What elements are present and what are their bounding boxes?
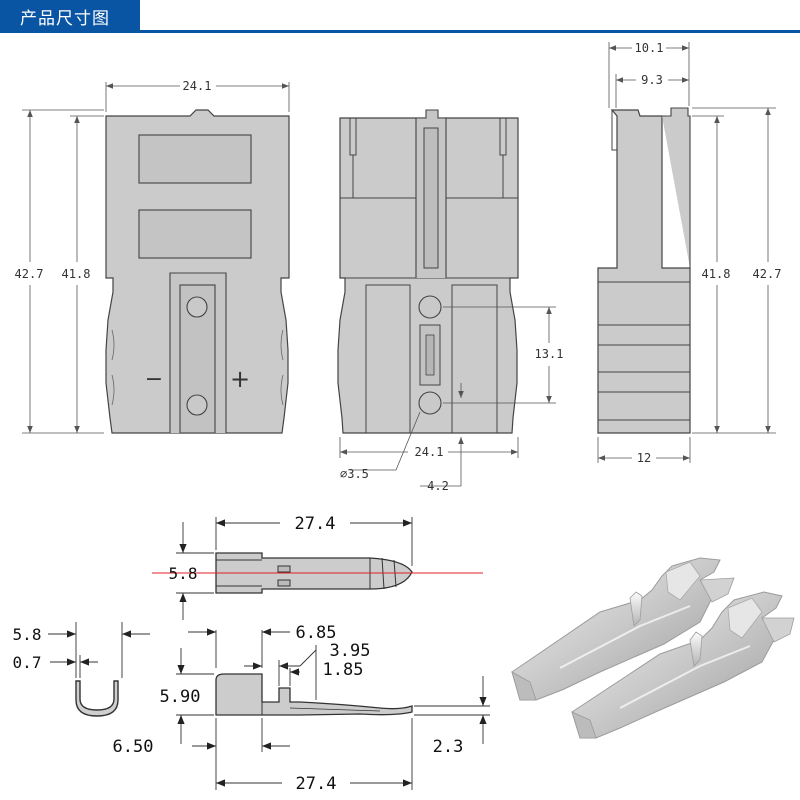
side-label-2-3: 2.3	[433, 737, 464, 757]
header-bar: 产品尺寸图	[0, 0, 800, 34]
side-label-1-85: 1.85	[323, 660, 364, 680]
section-wall-label: 0.7	[13, 653, 42, 672]
front-inner-height-label: 41.8	[62, 267, 91, 281]
minus-symbol: −	[145, 367, 163, 392]
side-depth-label: 12	[637, 451, 651, 465]
side-view: 10.1 9.3 41.8 42.7 12	[597, 41, 782, 465]
side-length-label: 27.4	[296, 774, 337, 794]
rear-hole-top	[418, 295, 442, 319]
front-view: − + 24.1 42.7 41.8	[15, 79, 290, 434]
front-housing-outline	[105, 109, 290, 434]
side-inner-height-label: 41.8	[702, 267, 731, 281]
contact-top-length-label: 27.4	[295, 514, 336, 534]
front-width-label: 24.1	[183, 79, 212, 93]
contact-side-view: 6.85 3.95 1.85 5.90 6.50 2.3 27.4	[113, 623, 490, 794]
side-label-3-95: 3.95	[330, 641, 371, 661]
side-label-5-90: 5.90	[160, 687, 201, 707]
contact-section: 5.8 0.7	[13, 622, 150, 717]
section-width-label: 5.8	[13, 625, 42, 644]
header-underline	[0, 30, 800, 33]
front-window-bottom	[138, 209, 252, 259]
rear-hole-bottom	[418, 391, 442, 415]
front-contact-hole-top	[186, 296, 208, 318]
plus-symbol: +	[230, 365, 250, 393]
rear-offset-label: 4.2	[427, 479, 449, 493]
rear-hole-diameter-label: ∅3.5	[340, 467, 369, 481]
side-outer-height-label: 42.7	[753, 267, 782, 281]
contact-top-width-label: 5.8	[169, 564, 198, 583]
header-title: 产品尺寸图	[20, 9, 110, 29]
contact-photo-front	[571, 591, 795, 739]
front-contact-hole-bottom	[186, 394, 208, 416]
contact-u-section	[75, 680, 119, 717]
header-tab: 产品尺寸图	[0, 0, 140, 30]
rear-width-label: 24.1	[415, 445, 444, 459]
side-label-6-50: 6.50	[113, 737, 154, 757]
front-window-top	[138, 134, 252, 184]
front-outer-height-label: 42.7	[15, 267, 44, 281]
contact-side-outline	[215, 673, 413, 716]
side-top-inner-label: 9.3	[641, 73, 663, 87]
rear-view: 13.1 24.1 ∅3.5 4.2	[337, 109, 564, 493]
contact-top-view: 27.4 5.8	[152, 514, 483, 620]
side-label-6-85: 6.85	[296, 623, 337, 643]
side-top-outer-label: 10.1	[635, 41, 664, 55]
contact-photo-back	[511, 557, 735, 701]
contact-photos	[511, 557, 795, 739]
rear-hole-spacing-label: 13.1	[535, 347, 564, 361]
side-housing-outline	[597, 109, 691, 434]
